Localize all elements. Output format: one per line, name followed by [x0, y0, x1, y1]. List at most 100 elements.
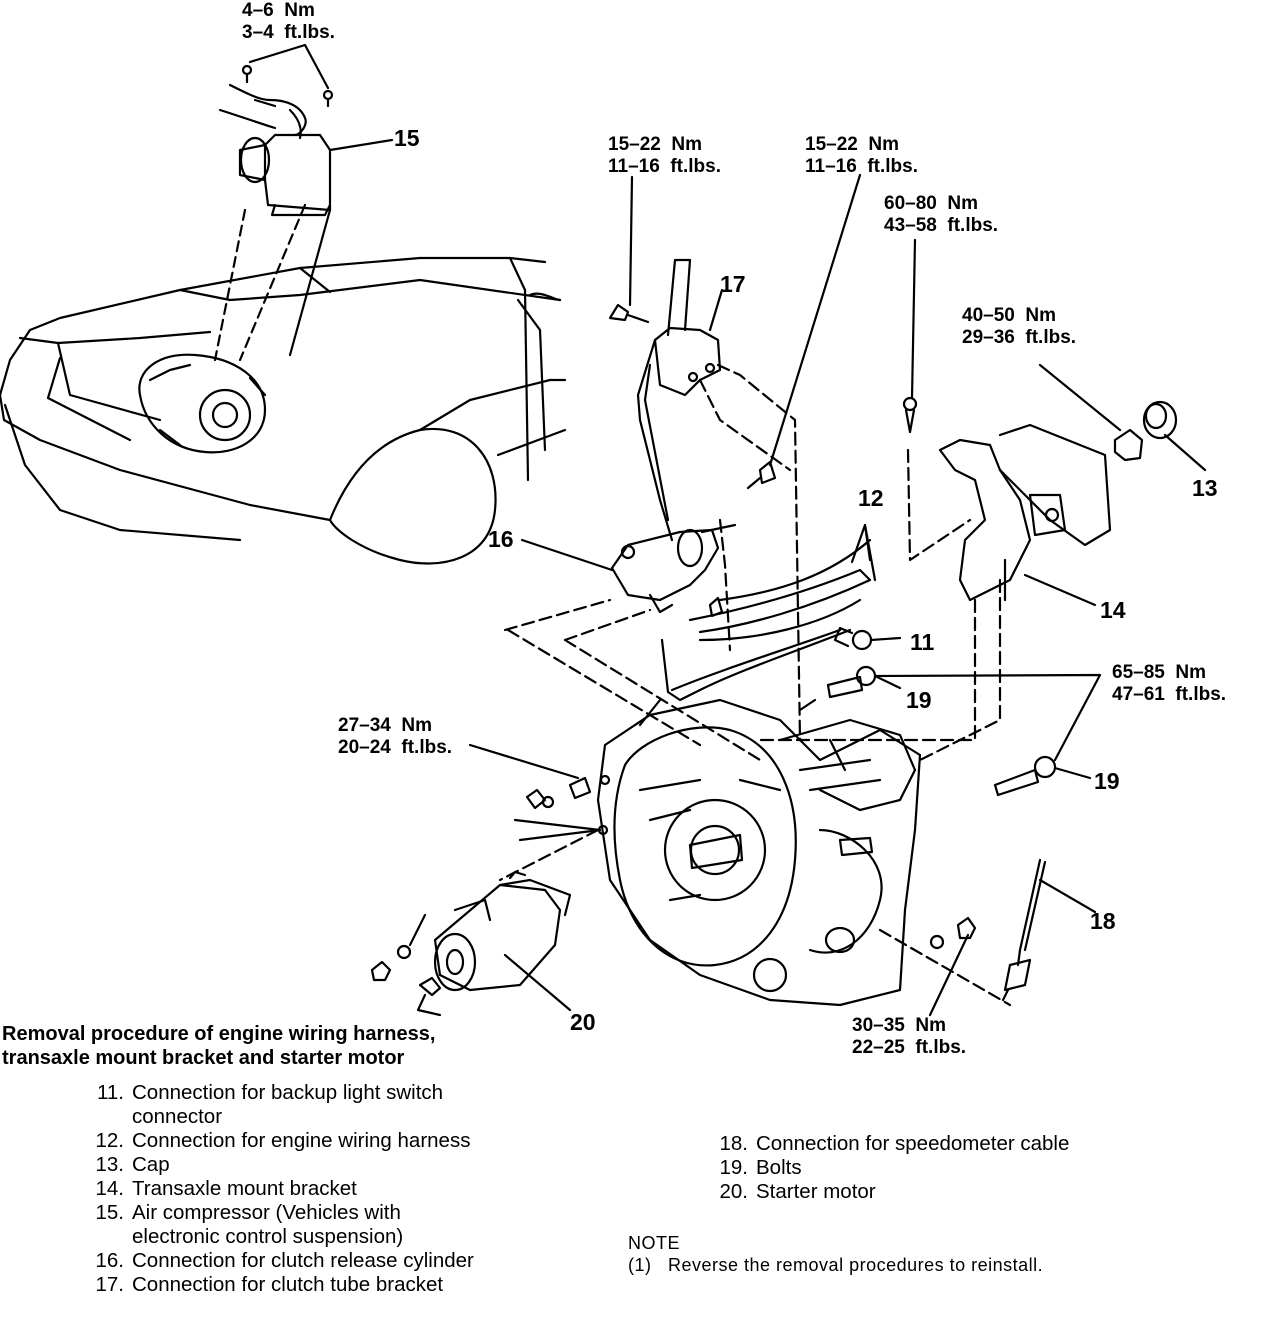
- legend-text: Bolts: [756, 1156, 802, 1179]
- legend-number: 12.: [95, 1129, 125, 1152]
- leader-line: [906, 448, 972, 562]
- leader-line: [928, 933, 970, 1017]
- starter-washer: [396, 944, 412, 960]
- legend-item: 18.Connection for speedometer cable: [704, 1132, 1204, 1156]
- cap-part: [1142, 400, 1178, 440]
- leader-line-16: [520, 538, 614, 572]
- legend-text: Transaxle mount bracket: [132, 1177, 357, 1200]
- starter-wire: [408, 913, 427, 947]
- bolt-19-upper: [826, 665, 877, 699]
- torque-nm: 15–22 Nm: [805, 134, 900, 155]
- torque-nm: 27–34 Nm: [338, 715, 433, 736]
- leader-line: [468, 743, 580, 780]
- note-item: (1) Reverse the removal procedures to rei…: [628, 1254, 1043, 1276]
- caption-title-line: Removal procedure of engine wiring harne…: [2, 1023, 436, 1045]
- air-compressor-part: [218, 83, 332, 217]
- torque-nm: 15–22 Nm: [608, 134, 703, 155]
- legend-number: 15.: [95, 1201, 125, 1224]
- leader-line: [716, 363, 802, 742]
- leader-line: [506, 628, 702, 747]
- legend-text: Connection for clutch tube bracket: [132, 1273, 444, 1296]
- leader-line: [768, 173, 862, 467]
- note-heading: NOTE: [628, 1233, 681, 1253]
- leader-line: [698, 378, 792, 472]
- torque-nm: 30–35 Nm: [852, 1015, 947, 1036]
- callout-13: 13: [1192, 475, 1218, 501]
- callout-15: 15: [394, 125, 420, 151]
- starter-bolt: [525, 776, 592, 810]
- legend-item: 16. Connection for clutch release cylinde…: [80, 1249, 550, 1273]
- callout-11: 11: [910, 629, 935, 655]
- clutch-tube-bracket-part: [608, 258, 722, 542]
- leader-line: [513, 818, 602, 842]
- torque-ftlbs: 20–24 ft.lbs.: [338, 737, 453, 758]
- legend-item: 15. Air compressor (Vehicles with electro…: [80, 1201, 550, 1249]
- torque-ftlbs: 11–16 ft.lbs.: [608, 156, 722, 177]
- torque-ftlbs: 22–25 ft.lbs.: [852, 1037, 967, 1058]
- legend-number: 19.: [719, 1156, 749, 1179]
- leader-line-17: [708, 288, 724, 332]
- legend-item: 20.Starter motor: [704, 1180, 1204, 1204]
- leader-line-torque-19: [873, 673, 1102, 762]
- starter-motor-part: [433, 870, 572, 992]
- leader-line: [1038, 363, 1122, 432]
- torque-ftlbs: 11–16 ft.lbs.: [805, 156, 919, 177]
- leader-line: [718, 518, 732, 652]
- callout-18: 18: [1090, 908, 1116, 934]
- callout-16: 16: [488, 526, 514, 552]
- caption-title: Removal procedure of engine wiring harne…: [2, 1022, 435, 1070]
- legend-number: 16.: [95, 1249, 125, 1272]
- torque-nm: 65–85 Nm: [1112, 662, 1207, 683]
- leader-line: [758, 598, 977, 742]
- starter-connector: [416, 976, 442, 1017]
- leader-line: [248, 43, 330, 90]
- leader-line-15: [328, 138, 394, 152]
- speedometer-cable-part: [1001, 858, 1047, 1002]
- legend-number: 17.: [95, 1273, 125, 1296]
- bolt-19-lower: [993, 755, 1057, 797]
- legend-number: 18.: [719, 1132, 749, 1155]
- legend-item: 19. Bolts: [704, 1156, 1204, 1180]
- callout-19-lower: 19: [1094, 768, 1120, 794]
- transaxle-mount-bracket-part: [938, 423, 1112, 602]
- legend-right: 18.Connection for speedometer cable 19. B…: [704, 1132, 1204, 1204]
- legend-text: Connection for clutch release cylinder: [132, 1249, 474, 1272]
- compressor-bolt: [241, 64, 334, 108]
- legend-text: Connection for engine wiring harness: [132, 1129, 471, 1152]
- callout-20: 20: [570, 1009, 596, 1035]
- legend-item: 11.Connection for backup light switch co…: [80, 1081, 550, 1129]
- callout-12: 12: [858, 485, 884, 511]
- leader-line-19: [873, 674, 902, 690]
- torque-nm: 60–80 Nm: [884, 193, 979, 214]
- torque-ftlbs: 43–58 ft.lbs.: [884, 215, 999, 236]
- leader-line-19: [1053, 766, 1092, 780]
- legend-text: Air compressor (Vehicles with electronic…: [132, 1201, 404, 1248]
- legend-item: 13.Cap: [80, 1153, 550, 1177]
- legend-text: Starter motor: [756, 1180, 876, 1203]
- mount-bracket-bolt: [902, 396, 918, 434]
- torque-nm: 40–50 Nm: [962, 305, 1057, 326]
- legend-item: 17. Connection for clutch tube bracket: [80, 1273, 550, 1297]
- note-block: NOTE (1) Reverse the removal procedures t…: [628, 1232, 1043, 1276]
- callout-19-upper: 19: [906, 687, 932, 713]
- backup-light-connector-part: [833, 626, 873, 651]
- torque-ftlbs: 47–61 ft.lbs.: [1112, 684, 1227, 705]
- leader-line-18: [1038, 878, 1097, 914]
- legend-number: 13.: [95, 1153, 125, 1176]
- leader-line: [910, 238, 917, 400]
- note-item-number: (1): [628, 1255, 652, 1275]
- mount-nut: [1113, 428, 1144, 462]
- leader-line: [498, 828, 600, 882]
- torque-nm: 4–6 Nm: [242, 0, 315, 21]
- note-item-text: Reverse the removal procedures to reinst…: [668, 1255, 1044, 1275]
- speedometer-bolt: [929, 916, 977, 950]
- starter-nut: [370, 960, 392, 982]
- wiring-harness-part: [660, 538, 872, 702]
